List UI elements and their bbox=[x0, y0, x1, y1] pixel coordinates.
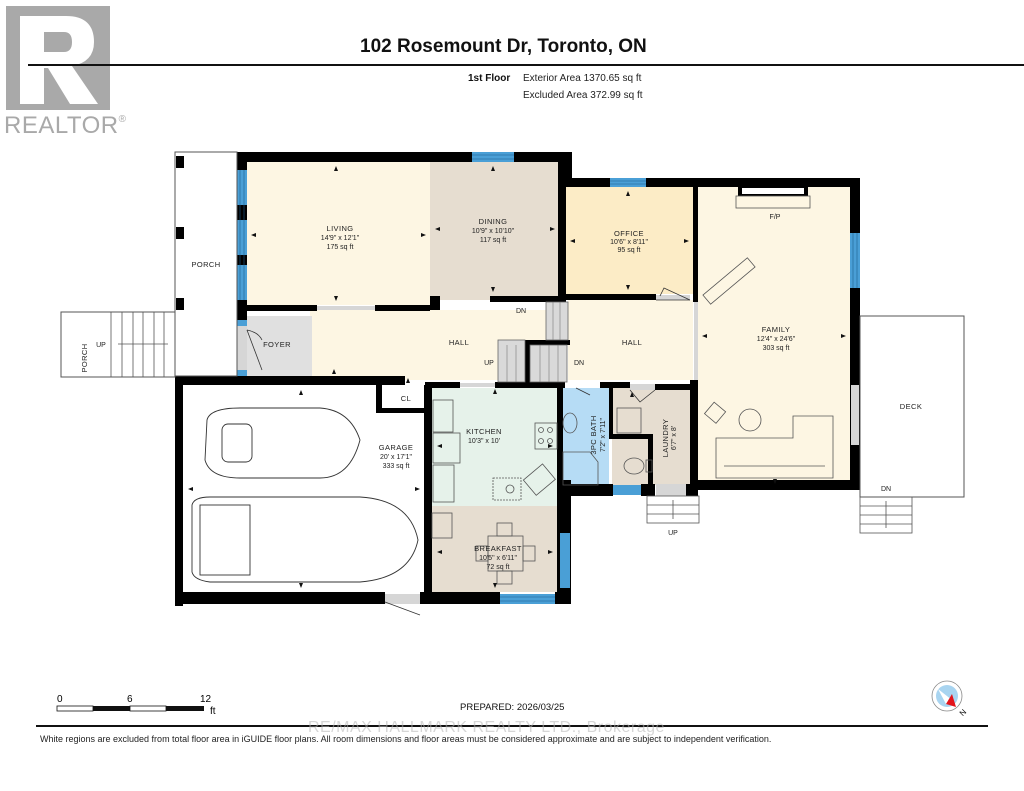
stair-dn-east-label: DN bbox=[574, 360, 584, 367]
kitchen-dims: 10'3" x 10' bbox=[468, 438, 500, 445]
brokerage-watermark: RE/MAX HALLMARK REALTY LTD., Brokerage bbox=[308, 719, 665, 736]
closet-label: CL bbox=[401, 394, 411, 403]
office-dims: 10'6" x 8'11" bbox=[610, 239, 648, 246]
prepared-date: PREPARED: 2026/03/25 bbox=[460, 702, 565, 713]
header-divider bbox=[28, 64, 1024, 66]
rear-steps-up-label: UP bbox=[668, 530, 678, 537]
room-breakfast bbox=[432, 506, 557, 592]
floor-label: 1st Floor bbox=[468, 73, 511, 84]
stair-up-label: UP bbox=[484, 360, 494, 367]
svg-text:N: N bbox=[958, 707, 969, 718]
deck bbox=[859, 315, 965, 498]
dimension-markers bbox=[188, 166, 846, 588]
porch-up-label: UP bbox=[96, 342, 106, 349]
room-hall-east bbox=[568, 300, 693, 380]
realtor-logo-icon bbox=[6, 6, 110, 110]
room-family bbox=[698, 187, 850, 480]
svg-text:ft: ft bbox=[210, 706, 216, 717]
porch-steps bbox=[60, 311, 176, 378]
family-dims: 12'4" x 24'6" bbox=[757, 336, 796, 343]
family-label: FAMILY bbox=[762, 325, 791, 334]
exterior-area: Exterior Area 1370.65 sq ft bbox=[523, 73, 642, 84]
family-area: 303 sq ft bbox=[763, 345, 790, 352]
fireplace-label: F/P bbox=[770, 214, 781, 221]
living-label: LIVING bbox=[327, 224, 354, 233]
garage-dims: 20' x 17'1" bbox=[380, 454, 413, 461]
deck-dn-label: DN bbox=[881, 486, 891, 493]
svg-text:6: 6 bbox=[127, 694, 133, 705]
garage-area: 333 sq ft bbox=[383, 463, 410, 470]
breakfast-dims: 10'5" x 6'11" bbox=[479, 555, 517, 562]
room-living bbox=[247, 162, 430, 305]
dining-label: DINING bbox=[479, 217, 508, 226]
foyer-label: FOYER bbox=[263, 340, 291, 349]
living-area: 175 sq ft bbox=[327, 244, 354, 251]
laundry-dims: 6'7" x 8' bbox=[671, 426, 678, 450]
excluded-area: Excluded Area 372.99 sq ft bbox=[523, 90, 643, 101]
room-kitchen bbox=[432, 388, 557, 506]
dining-area: 117 sq ft bbox=[480, 237, 506, 244]
doorways bbox=[237, 295, 859, 604]
room-bath bbox=[563, 388, 609, 485]
porch-steps-label: PORCH bbox=[80, 343, 89, 372]
room-office bbox=[566, 187, 693, 294]
garage-label: GARAGE bbox=[379, 443, 414, 452]
compass-icon: N bbox=[931, 680, 969, 718]
porch-main bbox=[174, 151, 238, 377]
room-garage bbox=[184, 386, 424, 592]
laundry-label: LAUNDRY bbox=[661, 419, 670, 458]
stair-dn-label: DN bbox=[516, 308, 526, 315]
breakfast-area: 72 sq ft bbox=[487, 564, 510, 571]
breakfast-label: BREAKFAST bbox=[474, 544, 522, 553]
hall-east-label: HALL bbox=[622, 338, 642, 347]
living-dims: 14'9" x 12'1" bbox=[321, 235, 360, 242]
svg-text:12: 12 bbox=[200, 694, 212, 705]
bath-dims: 7'2" x 7'11" bbox=[600, 417, 607, 451]
office-area: 95 sq ft bbox=[618, 247, 641, 254]
window-lines bbox=[239, 154, 858, 602]
realtor-logo-text: REALTOR® bbox=[4, 112, 127, 139]
hall-west-label: HALL bbox=[449, 338, 469, 347]
bath-label: 3PC BATH bbox=[589, 415, 598, 454]
office-label: OFFICE bbox=[614, 229, 644, 238]
porch-label: PORCH bbox=[191, 260, 220, 269]
windows bbox=[237, 152, 860, 604]
deck-label: DECK bbox=[900, 402, 922, 411]
disclaimer-text: White regions are excluded from total fl… bbox=[40, 734, 772, 744]
scale-bar: 0 6 12 ft bbox=[56, 694, 216, 717]
kitchen-label: KITCHEN bbox=[466, 427, 502, 436]
dining-dims: 10'9" x 10'10" bbox=[472, 228, 515, 235]
room-foyer bbox=[247, 316, 312, 380]
room-dining bbox=[430, 162, 558, 300]
page-title: 102 Rosemount Dr, Toronto, ON bbox=[360, 36, 647, 57]
svg-text:0: 0 bbox=[57, 694, 63, 705]
footer-divider bbox=[36, 725, 988, 727]
